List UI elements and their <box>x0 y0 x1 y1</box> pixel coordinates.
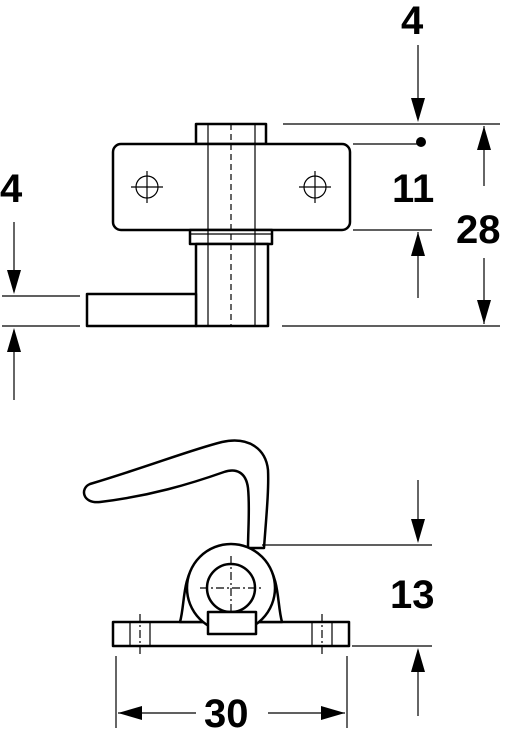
dim-label-base-width: 30 <box>204 692 249 730</box>
screw-hole-right <box>299 171 331 203</box>
dim-label-overall-height: 28 <box>456 208 501 252</box>
dim-label-bolt-offset: 11 <box>392 167 434 211</box>
hook-lever <box>82 439 270 550</box>
dimension-left-gap: 4 <box>0 167 80 400</box>
lever-arm <box>85 292 198 328</box>
dimension-overall-height: 28 <box>282 126 501 327</box>
front-view <box>82 439 351 656</box>
dim-label-hook-height: 13 <box>390 573 435 617</box>
dimension-base-width: 30 <box>115 656 348 730</box>
dim-label-top-gap: 4 <box>401 0 424 43</box>
screw-hole-left <box>131 171 163 203</box>
side-view <box>85 122 352 328</box>
dimension-top-gap: 4 <box>283 0 500 147</box>
dimension-bolt-offset: 11 <box>353 167 434 298</box>
dim-label-left-gap: 4 <box>0 167 23 211</box>
dimension-hook-height: 13 <box>262 480 435 716</box>
pivot-neck <box>206 610 258 636</box>
spindle-body <box>194 242 270 328</box>
